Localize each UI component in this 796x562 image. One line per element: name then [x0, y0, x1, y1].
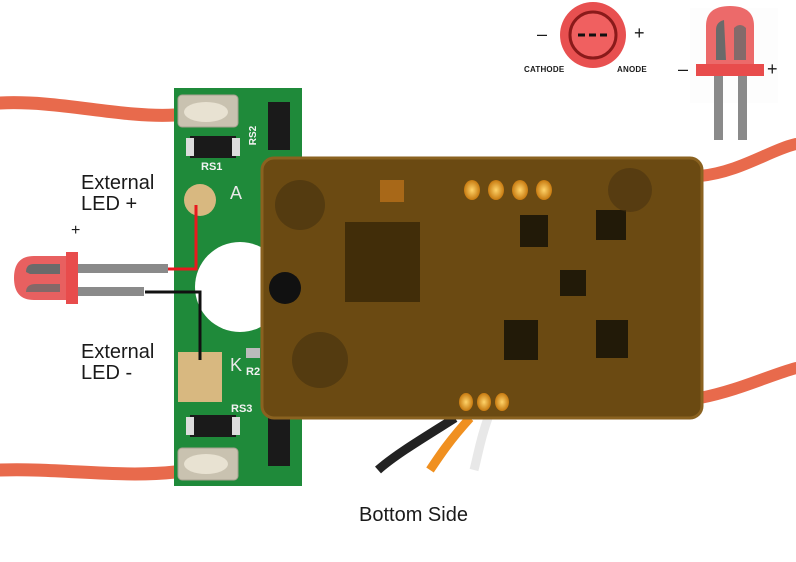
resistor-rs3: [190, 415, 236, 437]
wire-bottom-right: [694, 362, 796, 404]
external-led-plus-label: External LED +: [81, 172, 155, 215]
led-side-plus-sign: +: [767, 59, 778, 79]
pad-a: [184, 184, 216, 216]
module-leds-top: [464, 180, 552, 200]
led-top-plus-sign: +: [634, 23, 645, 43]
silkscreen-rs1: RS1: [201, 161, 223, 173]
silkscreen-a: A: [230, 183, 243, 203]
wire-top-right: [694, 138, 796, 182]
resistor-rs4: [268, 418, 290, 466]
wire-top-left: [0, 96, 182, 122]
red-connection-line: [168, 205, 198, 271]
resistor-r2: [246, 348, 260, 358]
silkscreen-rs2: RS2: [248, 125, 260, 146]
black-connection-line: [145, 290, 202, 360]
led-top-minus-sign: –: [537, 24, 548, 44]
resistor-rs1: [190, 136, 236, 158]
bottom-side-caption: Bottom Side: [359, 504, 468, 526]
external-led-plus-sign: +: [71, 222, 81, 239]
led-side-minus-sign: –: [678, 59, 689, 79]
ribbon-wire-orange: [426, 414, 474, 473]
ribbon-wire-black: [375, 414, 458, 474]
external-led-side-view: [14, 252, 168, 304]
led-top-view: [560, 2, 626, 68]
external-led-minus-label: External LED -: [81, 341, 155, 384]
anode-label: ANODE: [617, 65, 647, 74]
led-side-view-vertical: [690, 6, 778, 140]
silkscreen-rs3: RS3: [231, 403, 253, 415]
silkscreen-k: K: [230, 355, 243, 375]
module-leds-bottom: [459, 393, 509, 411]
resistor-rs2: [268, 102, 290, 150]
wire-bottom-left: [0, 463, 182, 481]
silkscreen-r2: R2: [246, 366, 261, 378]
pad-k: [178, 352, 222, 402]
ribbon-wire-white: [469, 416, 493, 472]
cathode-label: CATHODE: [524, 65, 565, 74]
